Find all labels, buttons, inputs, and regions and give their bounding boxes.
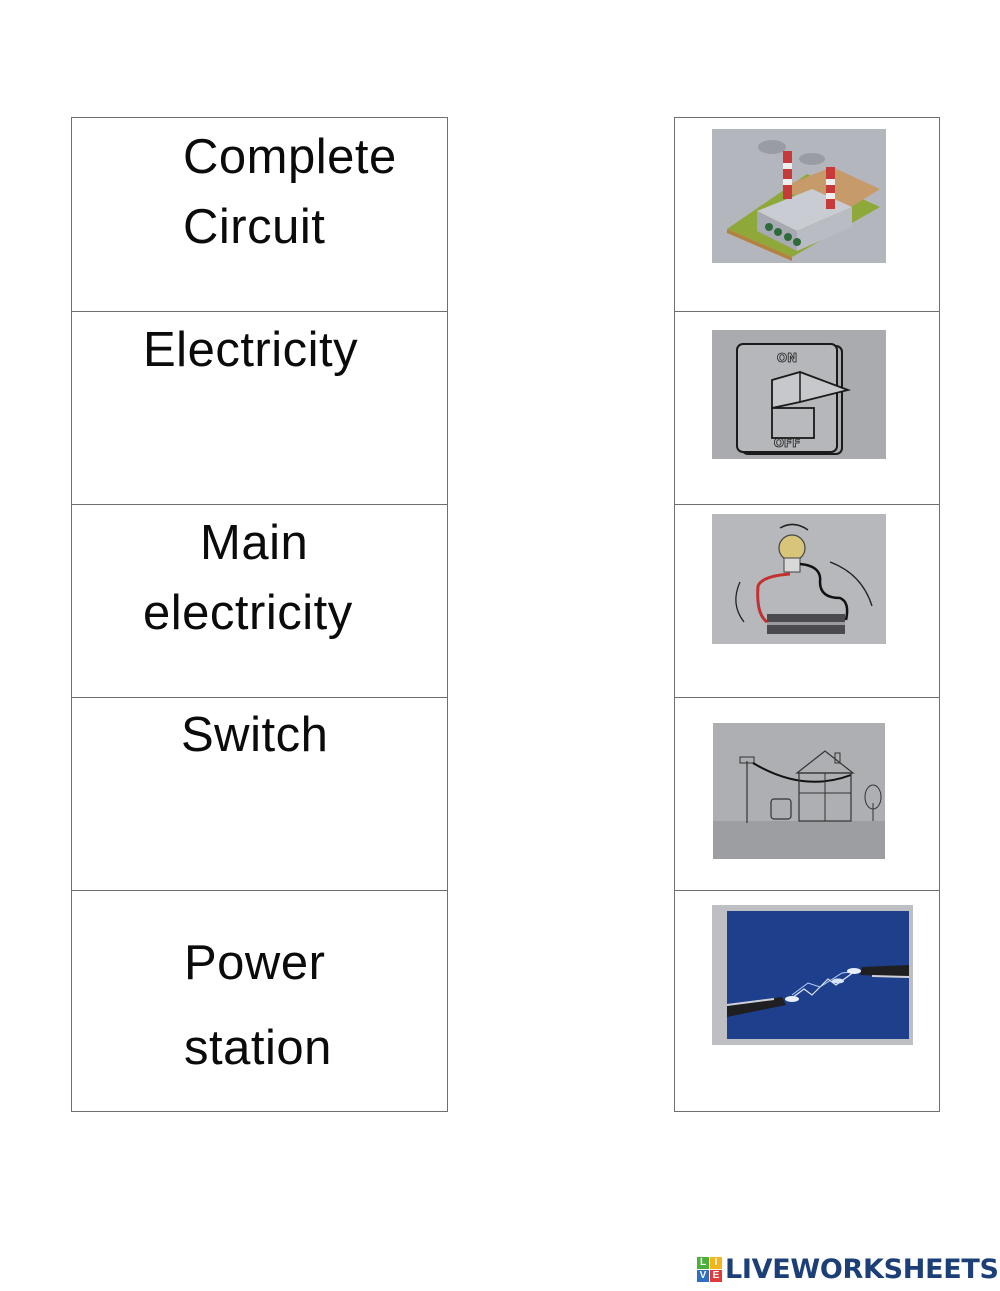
picture-cell-5[interactable] — [675, 890, 939, 1111]
house-power-line-picture — [713, 723, 885, 859]
term-cell-power-station[interactable]: Power station — [72, 890, 447, 1111]
brand-name: LIVEWORKSHEETS — [725, 1253, 999, 1285]
bulb-battery-circuit-picture — [712, 514, 886, 644]
term-text: Electricity — [143, 323, 359, 377]
term-text: Circuit — [183, 200, 326, 254]
power-station-picture — [712, 129, 886, 263]
picture-cell-1[interactable] — [675, 118, 939, 311]
term-text: Complete — [183, 130, 397, 184]
term-cell-electricity[interactable]: Electricity — [72, 311, 447, 504]
logo-letter-e: E — [710, 1269, 722, 1282]
term-text: station — [184, 1021, 332, 1075]
term-cell-main-electricity[interactable]: Main electricity — [72, 504, 447, 697]
picture-cell-4[interactable] — [675, 697, 939, 890]
pictures-table: ON OFF — [674, 117, 940, 1112]
light-switch-picture: ON OFF — [712, 330, 886, 459]
term-cell-complete-circuit[interactable]: Complete Circuit — [72, 118, 447, 311]
logo-letter-i: I — [710, 1256, 722, 1269]
term-text: Switch — [181, 708, 329, 762]
electric-spark-picture — [712, 905, 913, 1045]
svg-text:ON: ON — [777, 351, 797, 365]
term-text: Main — [200, 516, 309, 570]
picture-cell-2[interactable]: ON OFF — [675, 311, 939, 504]
terms-table: Complete Circuit Electricity Main electr… — [71, 117, 448, 1112]
term-text: Power — [184, 936, 326, 990]
picture-cell-3[interactable] — [675, 504, 939, 697]
liveworksheets-logo[interactable]: L I V E LIVEWORKSHEETS — [697, 1253, 999, 1285]
svg-text:OFF: OFF — [774, 436, 801, 450]
term-cell-switch[interactable]: Switch — [72, 697, 447, 890]
logo-letter-l: L — [697, 1256, 709, 1269]
term-text: electricity — [143, 586, 353, 640]
logo-letter-v: V — [697, 1269, 709, 1282]
logo-icon: L I V E — [697, 1256, 722, 1282]
